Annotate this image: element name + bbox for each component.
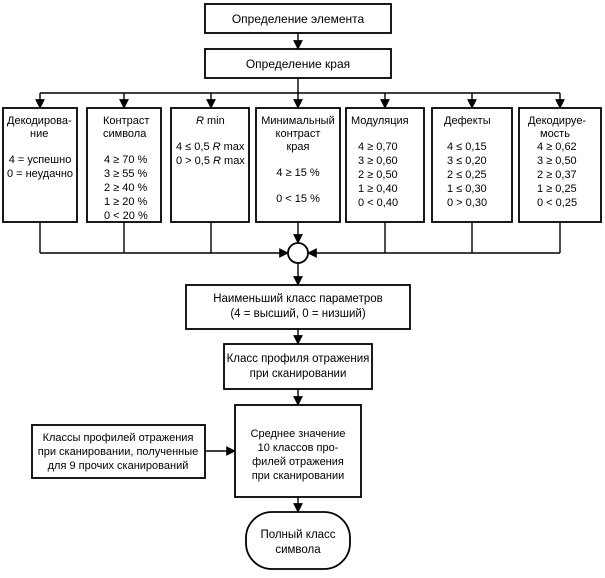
lowest-grade-text: (4 = высший, 0 = низший)	[230, 308, 366, 320]
param-title: R min	[196, 115, 225, 127]
param-grade: 4 ≤ 0,15	[447, 141, 487, 153]
overall-grade-text: символа	[275, 544, 321, 556]
param-grade: 4 ≥ 0,62	[537, 141, 577, 153]
param-grade: 2 ≥ 0,37	[537, 169, 577, 181]
average-text: Среднее значение	[251, 428, 346, 440]
connectors	[35, 33, 565, 513]
param-title: Дефекты	[444, 115, 491, 127]
param-grade: 2 ≥ 0,50	[358, 169, 398, 181]
param-grade: 2 ≥ 40 %	[104, 182, 148, 194]
edge-definition-box: Определение края	[204, 48, 392, 79]
param-grade: 3 ≥ 55 %	[104, 168, 148, 180]
param-title: Декодирова-	[7, 115, 72, 127]
lowest-grade-text: Наименьший класс параметров	[213, 293, 383, 305]
param-title: Минимальный	[261, 115, 334, 127]
param-grade: 0 < 0,25	[537, 197, 577, 209]
average-text: при сканировании	[252, 470, 345, 482]
param-grade: 4 ≥ 0,70	[358, 141, 398, 153]
element-definition-box: Определение элемента	[204, 3, 392, 34]
scan-profile-grade-text: Класс профиля отражения	[227, 353, 370, 365]
param-grade: 3 ≥ 0,60	[358, 155, 398, 167]
edge-definition-text: Определение края	[246, 57, 350, 71]
overall-grade-terminal: Полный класс символа	[245, 511, 351, 570]
parameter-box-min-edge-contrast: Минимальный контраст края 4 ≥ 15 % 0 < 1…	[255, 107, 341, 223]
param-title: Декодируе-	[528, 115, 586, 127]
other-scans-text: Классы профилей отражения	[43, 432, 194, 444]
param-grade: 1 ≥ 0,25	[537, 183, 577, 195]
scan-profile-grade-box: Класс профиля отражения при сканировании	[223, 343, 373, 390]
param-grade: 1 ≥ 20 %	[104, 196, 148, 208]
param-grade: 4 ≤ 0,5 R max	[176, 141, 245, 153]
param-grade: 3 ≥ 0,50	[537, 155, 577, 167]
param-grade: 3 ≤ 0,20	[447, 155, 487, 167]
parameter-box-decodability: Декодируе- мость 4 ≥ 0,62 3 ≥ 0,50 2 ≥ 0…	[518, 107, 602, 223]
param-title: символа	[103, 128, 147, 140]
param-grade: 0 < 15 %	[276, 193, 320, 205]
param-grade: 4 = успешно	[9, 154, 72, 166]
param-grade: 0 > 0,30	[447, 197, 487, 209]
param-grade: 4 ≥ 70 %	[104, 154, 148, 166]
junction-circle	[287, 242, 309, 264]
average-text: филей отражения	[252, 456, 344, 468]
scan-profile-grade-text: при сканировании	[250, 368, 347, 380]
lowest-grade-box: Наименьший класс параметров (4 = высший,…	[185, 284, 411, 330]
other-scans-text: при сканировании, полученные	[38, 446, 199, 458]
overall-grade-text: Полный класс	[260, 529, 335, 541]
param-title: Модуляция	[351, 115, 409, 127]
parameter-box-decode: Декодирова- ние 4 = успешно 0 = неудачно	[2, 107, 78, 223]
param-grade: 4 ≥ 15 %	[276, 167, 320, 179]
param-title: края	[286, 141, 309, 153]
param-grade: 1 ≤ 0,30	[447, 183, 487, 195]
element-definition-text: Определение элемента	[232, 12, 365, 26]
parameter-box-symbol-contrast: Контраст символа 4 ≥ 70 % 3 ≥ 55 % 2 ≥ 4…	[86, 107, 162, 223]
parameter-box-modulation: Модуляция 4 ≥ 0,70 3 ≥ 0,60 2 ≥ 0,50 1 ≥…	[345, 107, 425, 223]
param-title: контраст	[276, 128, 321, 140]
other-scans-box: Классы профилей отражения при сканирован…	[31, 424, 206, 479]
other-scans-text: для 9 прочих сканирований	[48, 460, 189, 472]
param-title: мость	[540, 128, 570, 140]
parameter-box-defects: Дефекты 4 ≤ 0,15 3 ≤ 0,20 2 ≤ 0,25 1 ≤ 0…	[431, 107, 513, 223]
param-title: Контраст	[103, 115, 149, 127]
param-title: ние	[30, 128, 48, 140]
param-grade: 0 > 0,5 R max	[176, 155, 245, 167]
average-box: Среднее значение 10 классов про- филей о…	[234, 404, 362, 498]
parameter-box-rmin: R min 4 ≤ 0,5 R max 0 > 0,5 R max	[170, 107, 250, 223]
param-grade: 2 ≤ 0,25	[447, 169, 487, 181]
param-grade: 1 ≥ 0,40	[358, 183, 398, 195]
param-grade: 0 = неудачно	[7, 168, 73, 180]
param-grade: 0 < 20 %	[104, 210, 148, 222]
average-text: 10 классов про-	[258, 442, 339, 454]
param-grade: 0 < 0,40	[358, 197, 398, 209]
